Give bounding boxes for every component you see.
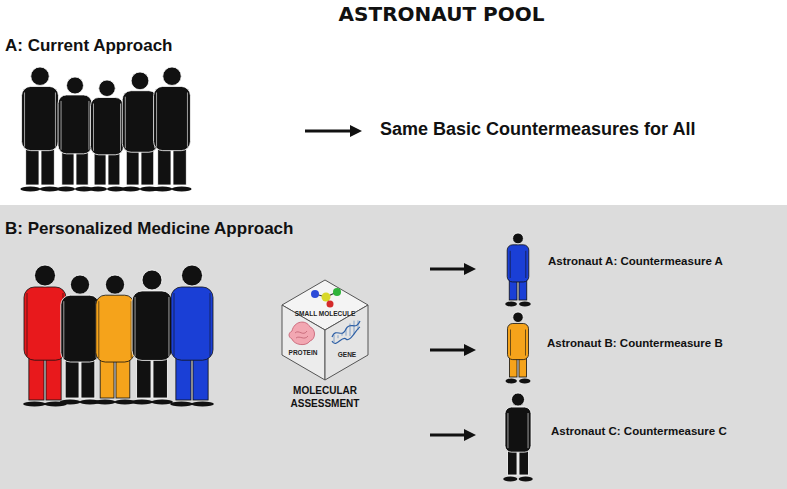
arrowhead xyxy=(350,125,362,137)
face-label: PROTEIN xyxy=(289,349,318,356)
astronaut-silhouette xyxy=(170,265,214,407)
arrow xyxy=(430,268,466,271)
section-a-illustration xyxy=(0,0,787,205)
arrow xyxy=(305,130,352,133)
astronaut-silhouette xyxy=(20,67,59,192)
astronaut-group xyxy=(20,67,191,192)
arrow xyxy=(430,349,466,352)
astronaut-silhouette xyxy=(23,265,67,407)
astronaut-silhouette xyxy=(89,80,125,192)
section-heading: B: Personalized Medicine Approach xyxy=(5,219,293,239)
cube-outline xyxy=(270,275,380,385)
astronaut-silhouette xyxy=(60,275,101,405)
astronaut-silhouette xyxy=(503,393,532,482)
page-title: ASTRONAUT POOL xyxy=(0,2,787,26)
outcome-text: Same Basic Countermeasures for All xyxy=(380,119,695,140)
arrowhead xyxy=(464,344,476,356)
astronaut-silhouette xyxy=(505,233,530,307)
astronaut-silhouette xyxy=(152,67,191,192)
arrowhead xyxy=(464,429,476,441)
astronaut-silhouette xyxy=(131,270,173,405)
cube-caption: MOLECULAR ASSESSMENT xyxy=(270,385,380,410)
face-label: SMALL MOLECULE xyxy=(295,310,356,317)
astronaut-silhouette xyxy=(95,275,136,405)
astronaut-label: Astronaut A: Countermeasure A xyxy=(548,255,723,267)
section-heading: A: Current Approach xyxy=(5,36,173,56)
arrowhead xyxy=(464,263,476,275)
astronaut-silhouette xyxy=(57,77,94,192)
face-label: GENE xyxy=(338,351,356,358)
astronaut-label: Astronaut C: Countermeasure C xyxy=(551,425,727,437)
arrow xyxy=(430,434,466,437)
astronaut-label: Astronaut B: Countermeasure B xyxy=(547,337,723,349)
molecular-cube: PROTEIN SMALL MOLECULE GENE MOLECULAR ASSES… xyxy=(270,275,380,415)
astronaut-silhouette xyxy=(506,312,531,384)
